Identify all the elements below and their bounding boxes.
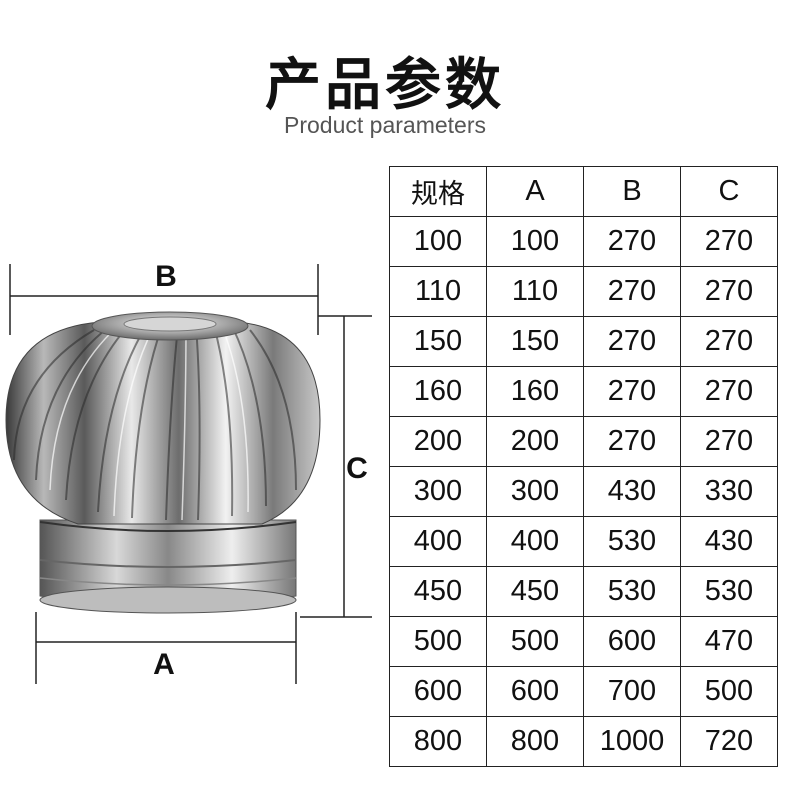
table-cell: 300 xyxy=(486,466,584,517)
table-cell: 430 xyxy=(680,516,778,567)
label-c: C xyxy=(346,452,368,485)
table-cell: 400 xyxy=(486,516,584,567)
spec-table: 规格 A B C 100 100 270 270 110 110 270 270… xyxy=(389,166,778,767)
table-cell: 800 xyxy=(389,716,487,767)
table-cell: 530 xyxy=(583,566,681,617)
table-cell: 110 xyxy=(486,266,584,317)
table-cell: 500 xyxy=(680,666,778,717)
table-cell: 150 xyxy=(389,316,487,367)
table-row: 300 300 430 330 xyxy=(389,466,778,517)
table-cell: 430 xyxy=(583,466,681,517)
table-cell: 270 xyxy=(680,416,778,467)
table-row: 800 800 1000 720 xyxy=(389,716,778,767)
table-cell: 160 xyxy=(486,366,584,417)
table-cell: 100 xyxy=(486,216,584,267)
table-cell: 450 xyxy=(486,566,584,617)
table-cell: 270 xyxy=(583,416,681,467)
table-row: 160 160 270 270 xyxy=(389,366,778,417)
label-b: B xyxy=(155,260,177,293)
table-cell: 150 xyxy=(486,316,584,367)
header-cell: 规格 xyxy=(389,166,487,217)
table-cell: 500 xyxy=(389,616,487,667)
table-cell: 110 xyxy=(389,266,487,317)
header-cell: C xyxy=(680,166,778,217)
page-title: 产品参数 xyxy=(265,53,505,118)
header-cell: B xyxy=(583,166,681,217)
table-cell: 270 xyxy=(680,216,778,267)
table-cell: 270 xyxy=(583,266,681,317)
table-cell: 470 xyxy=(680,616,778,667)
table-row: 600 600 700 500 xyxy=(389,666,778,717)
page-subtitle: Product parameters xyxy=(284,112,486,138)
table-cell: 400 xyxy=(389,516,487,567)
dimension-b: B xyxy=(9,260,319,335)
table-cell: 200 xyxy=(486,416,584,467)
table-cell: 270 xyxy=(680,316,778,367)
dimension-c: C xyxy=(300,315,372,618)
table-cell: 270 xyxy=(680,366,778,417)
table-cell: 530 xyxy=(583,516,681,567)
table-cell: 1000 xyxy=(583,716,681,767)
product-diagram: B C A xyxy=(5,260,372,684)
header-cell: A xyxy=(486,166,584,217)
table-cell: 270 xyxy=(583,316,681,367)
table-cell: 600 xyxy=(486,666,584,717)
table-row: 110 110 270 270 xyxy=(389,266,778,317)
table-cell: 300 xyxy=(389,466,487,517)
table-cell: 800 xyxy=(486,716,584,767)
table-cell: 720 xyxy=(680,716,778,767)
table-cell: 450 xyxy=(389,566,487,617)
dimension-a: A xyxy=(35,612,297,684)
table-cell: 330 xyxy=(680,466,778,517)
table-cell: 600 xyxy=(389,666,487,717)
table-cell: 500 xyxy=(486,616,584,667)
table-row: 450 450 530 530 xyxy=(389,566,778,617)
table-row: 500 500 600 470 xyxy=(389,616,778,667)
table-cell: 270 xyxy=(583,366,681,417)
table-row: 150 150 270 270 xyxy=(389,316,778,367)
table-cell: 700 xyxy=(583,666,681,717)
table-row: 400 400 530 430 xyxy=(389,516,778,567)
table-row: 100 100 270 270 xyxy=(389,216,778,267)
table-cell: 600 xyxy=(583,616,681,667)
table-cell: 530 xyxy=(680,566,778,617)
table-cell: 200 xyxy=(389,416,487,467)
table-cell: 100 xyxy=(389,216,487,267)
table-header-row: 规格 A B C xyxy=(389,166,778,217)
table-cell: 270 xyxy=(680,266,778,317)
turbine-ventilator-icon xyxy=(5,311,321,614)
table-cell: 270 xyxy=(583,216,681,267)
table-cell: 160 xyxy=(389,366,487,417)
label-a: A xyxy=(153,648,175,681)
table-row: 200 200 270 270 xyxy=(389,416,778,467)
